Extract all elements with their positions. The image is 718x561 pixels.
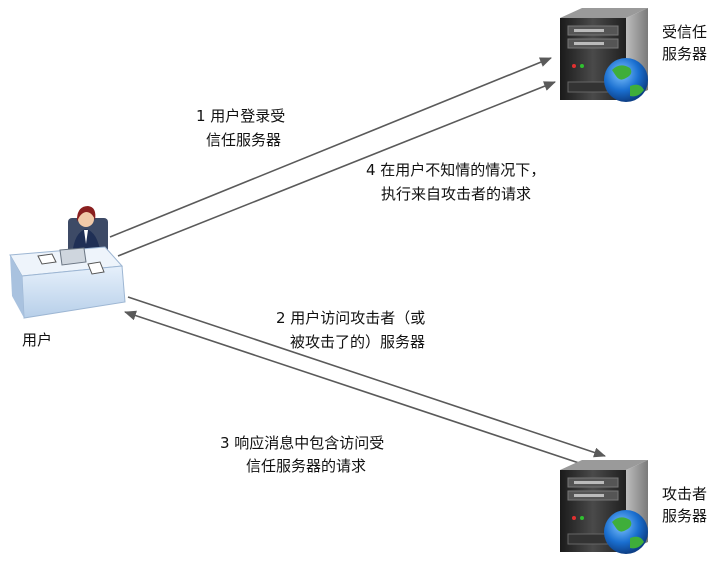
step-3-label-line2: 信任服务器的请求 [246,457,367,475]
attacker-server-label-line1: 攻击者 [662,485,708,503]
trusted-server-label-line1: 受信任 [662,23,708,41]
user-label: 用户 [22,331,53,349]
person-at-desk-icon [9,206,126,319]
step-2-label-line2: 被攻击了的）服务器 [290,333,426,351]
step-3-label-line1: 3 响应消息中包含访问受 [220,434,385,452]
server-globe-icon [560,460,648,554]
trusted-server-label-line2: 服务器 [662,45,708,63]
step-1-label-line1: 1 用户登录受 [196,107,286,125]
arrow-step-4 [117,81,556,257]
arrow-step-2 [127,296,606,458]
step-2-label-line1: 2 用户访问攻击者（或 [276,309,426,327]
server-globe-icon [560,8,648,102]
attacker-server-label-line2: 服务器 [662,507,708,525]
step-1-label-line2: 信任服务器 [206,131,282,149]
step-4-label-line2: 执行来自攻击者的请求 [381,185,532,203]
arrow-step-1 [109,57,552,238]
step-4-label-line1: 4 在用户不知情的情况下， [366,161,546,179]
arrow-step-3 [124,310,586,466]
